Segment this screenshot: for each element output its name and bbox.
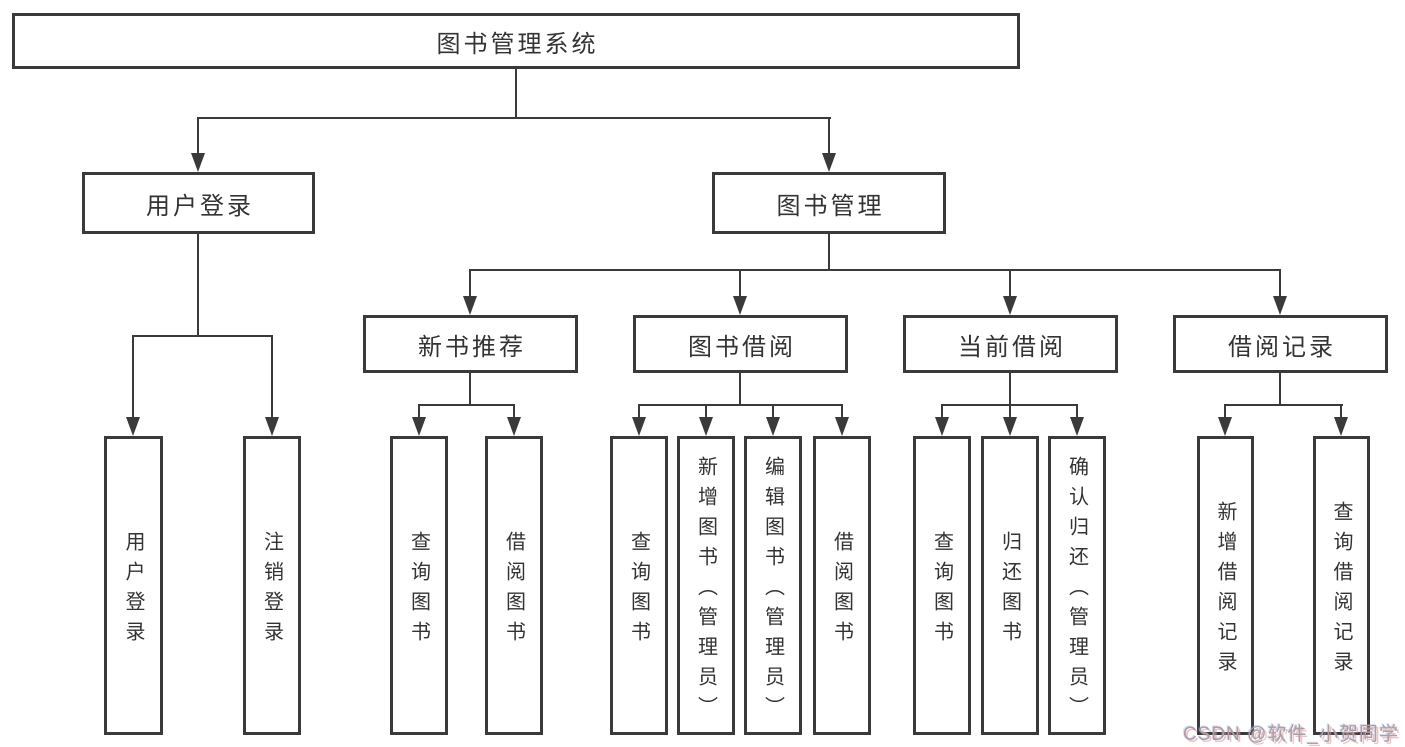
connector-line-v xyxy=(828,234,830,271)
connector-line-v xyxy=(1340,404,1342,419)
connector-line-h xyxy=(469,269,1281,271)
leaf-query-books-recommend: 查询图书 xyxy=(390,436,448,735)
connector-line-v xyxy=(1224,404,1226,419)
leaf-add-books-admin: 新增图书（管理员） xyxy=(677,436,735,735)
leaf-edit-books-admin: 编辑图书（管理员） xyxy=(744,436,802,735)
connector-line-h xyxy=(638,404,843,406)
node-label: 查询图书 xyxy=(627,530,650,651)
leaf-confirm-return-admin: 确认归还（管理员） xyxy=(1048,436,1106,735)
leaf-return-books: 归还图书 xyxy=(981,436,1039,735)
connector-line-v xyxy=(132,335,134,419)
arrowhead-down-icon xyxy=(1003,296,1017,315)
connector-line-v xyxy=(469,269,471,298)
arrowhead-down-icon xyxy=(632,417,646,436)
leaf-user-login: 用户登录 xyxy=(104,436,163,735)
node-label: 借阅图书 xyxy=(502,530,525,651)
node-new-book-recommend: 新书推荐 xyxy=(363,315,578,373)
arrowhead-down-icon xyxy=(766,417,780,436)
node-label: 归还图书 xyxy=(998,530,1021,651)
node-label: 图书管理 xyxy=(776,192,885,220)
connector-line-v xyxy=(772,404,774,419)
node-label: 查询图书 xyxy=(407,530,430,651)
arrowhead-down-icon xyxy=(463,296,477,315)
connector-line-v xyxy=(513,404,515,419)
connector-line-h xyxy=(132,335,273,337)
node-label: 查询借阅记录 xyxy=(1330,500,1352,681)
node-borrowing-records: 借阅记录 xyxy=(1173,315,1388,373)
connector-line-v xyxy=(1279,373,1281,406)
arrowhead-down-icon xyxy=(1334,417,1348,436)
connector-line-v xyxy=(197,117,199,155)
node-label: 用户登录 xyxy=(146,192,254,220)
connector-line-h xyxy=(418,404,515,406)
connector-line-v xyxy=(515,69,517,119)
leaf-query-books-borrowing: 查询图书 xyxy=(610,436,668,735)
connector-line-v xyxy=(739,373,741,406)
node-book-borrowing: 图书借阅 xyxy=(633,315,848,373)
node-library-system: 图书管理系统 xyxy=(12,13,1020,69)
connector-line-v xyxy=(197,234,199,337)
connector-line-v xyxy=(469,373,471,406)
connector-line-h xyxy=(197,117,831,119)
connector-line-v xyxy=(828,117,830,155)
connector-line-v xyxy=(1009,373,1011,406)
arrowhead-down-icon xyxy=(507,417,521,436)
connector-line-v xyxy=(1009,269,1011,298)
arrowhead-down-icon xyxy=(1273,296,1287,315)
arrowhead-down-icon xyxy=(835,417,849,436)
node-label: 借阅图书 xyxy=(830,530,853,651)
connector-line-h xyxy=(1224,404,1343,406)
arrowhead-down-icon xyxy=(822,153,836,172)
connector-line-v xyxy=(705,404,707,419)
node-label: 确认归还（管理员） xyxy=(1065,455,1088,726)
node-label: 用户登录 xyxy=(122,530,144,651)
connector-line-v xyxy=(1076,404,1078,419)
node-label: 编辑图书（管理员） xyxy=(761,455,784,726)
leaf-borrow-books-borrowing: 借阅图书 xyxy=(813,436,871,735)
arrowhead-down-icon xyxy=(191,153,205,172)
arrowhead-down-icon xyxy=(1003,417,1017,436)
connector-line-v xyxy=(1009,404,1011,419)
leaf-add-borrow-record: 新增借阅记录 xyxy=(1197,436,1254,735)
arrowhead-down-icon xyxy=(1218,417,1232,436)
connector-line-v xyxy=(418,404,420,419)
csdn-watermark: CSDN @软件_小贺同学 xyxy=(1183,724,1399,745)
node-current-borrowing: 当前借阅 xyxy=(903,315,1118,373)
connector-line-v xyxy=(1279,269,1281,298)
arrowhead-down-icon xyxy=(126,417,140,436)
leaf-query-borrow-record: 查询借阅记录 xyxy=(1313,436,1370,735)
node-label: 查询图书 xyxy=(930,530,953,651)
node-label: 图书管理系统 xyxy=(436,30,599,58)
connector-line-v xyxy=(941,404,943,419)
connector-line-v xyxy=(271,335,273,419)
node-user-login: 用户登录 xyxy=(82,172,315,234)
arrowhead-down-icon xyxy=(733,296,747,315)
arrowhead-down-icon xyxy=(935,417,949,436)
arrowhead-down-icon xyxy=(1070,417,1084,436)
node-label: 借阅记录 xyxy=(1228,333,1336,361)
arrowhead-down-icon xyxy=(265,417,279,436)
connector-line-v xyxy=(638,404,640,419)
node-label: 新增图书（管理员） xyxy=(694,455,717,726)
leaf-borrow-books-recommend: 借阅图书 xyxy=(485,436,543,735)
connector-line-v xyxy=(841,404,843,419)
connector-line-v xyxy=(739,269,741,298)
leaf-logout: 注销登录 xyxy=(243,436,301,735)
node-label: 注销登录 xyxy=(260,530,283,651)
leaf-query-books-current: 查询图书 xyxy=(913,436,971,735)
node-book-management: 图书管理 xyxy=(712,172,946,234)
node-label: 新增借阅记录 xyxy=(1214,500,1236,681)
node-label: 当前借阅 xyxy=(958,333,1066,361)
arrowhead-down-icon xyxy=(699,417,713,436)
arrowhead-down-icon xyxy=(412,417,426,436)
node-label: 新书推荐 xyxy=(418,333,526,361)
node-label: 图书借阅 xyxy=(688,333,796,361)
